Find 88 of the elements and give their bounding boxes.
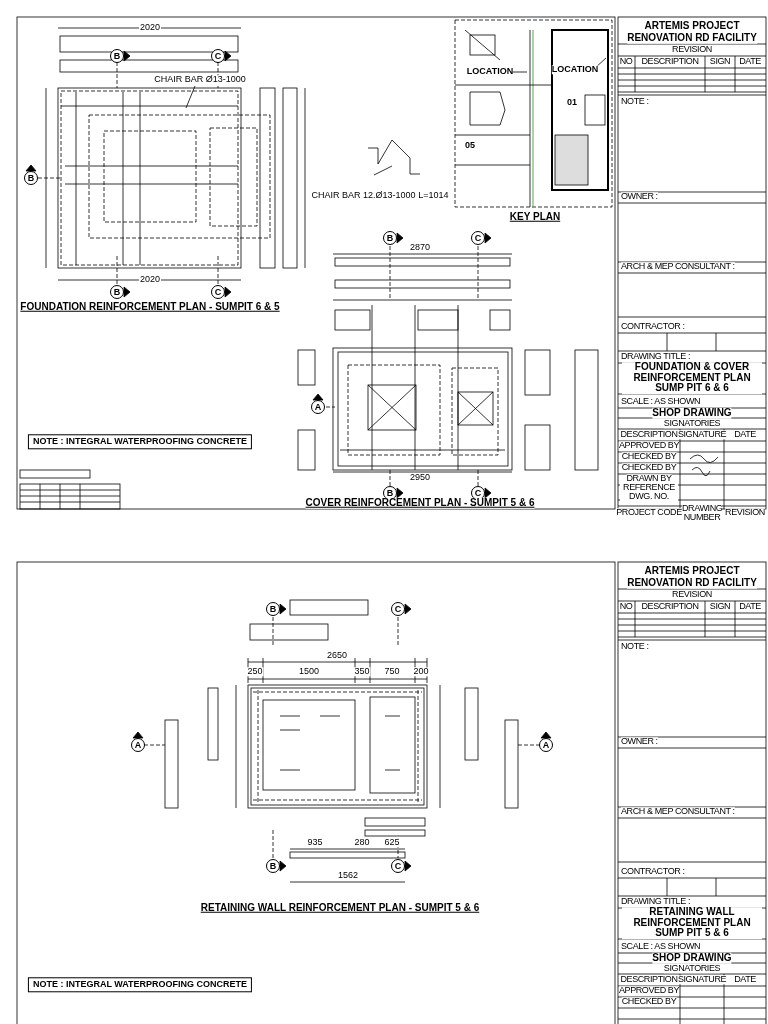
title-block-text: DESCRIPTION bbox=[620, 430, 678, 440]
title-block-text: SIGNATORIES bbox=[663, 419, 721, 429]
section-marker: A bbox=[311, 400, 325, 414]
dimension-text: 935 bbox=[306, 838, 324, 848]
plan-title: COVER REINFORCEMENT PLAN - SUMPIT 5 & 6 bbox=[305, 497, 535, 509]
title-block-text: APPROVED BY bbox=[618, 441, 680, 451]
dimension-text: 200 bbox=[412, 667, 430, 677]
plan-title: KEY PLAN bbox=[509, 211, 561, 223]
section-marker: B bbox=[383, 231, 397, 245]
dimension-text: 350 bbox=[353, 667, 371, 677]
title-block-text: REVISION bbox=[672, 45, 712, 55]
dimension-text: 750 bbox=[383, 667, 401, 677]
title-block-text: DATE bbox=[739, 602, 761, 612]
title-block-text: CHECKED BY bbox=[621, 997, 677, 1007]
section-marker: B bbox=[110, 49, 124, 63]
title-block-text: NOTE : bbox=[621, 97, 649, 107]
plan-title: RETAINING WALL REINFORCEMENT PLAN - SUMPIT 5 & 6 bbox=[200, 902, 480, 914]
dimension-text: 2870 bbox=[409, 243, 431, 253]
drawing-title: RETAINING WALL REINFORCEMENT PLAN SUMP PIT 5 & 6 bbox=[622, 907, 762, 939]
title-block-text: ARCH & MEP CONSULTANT : bbox=[621, 807, 735, 817]
note-text: NOTE : INTEGRAL WATERPROOFING CONCRETE bbox=[27, 434, 253, 450]
dimension-text: 2650 bbox=[326, 651, 348, 661]
project-title: RENOVATION RD FACILITY bbox=[627, 577, 757, 589]
section-marker: B bbox=[24, 171, 38, 185]
section-marker: B bbox=[266, 602, 280, 616]
title-block-text: DRAWN BY bbox=[626, 474, 672, 484]
title-block-text: OWNER : bbox=[621, 737, 658, 747]
plan-title: FOUNDATION REINFORCEMENT PLAN - SUMPIT 6 & 5 bbox=[20, 301, 280, 313]
section-marker: B bbox=[110, 285, 124, 299]
title-block-text: ARCH & MEP CONSULTANT : bbox=[621, 262, 735, 272]
title-block-text: CONTRACTOR : bbox=[621, 867, 685, 877]
dimension-text: CHAIR BAR 12.Ø13-1000 L=1014 bbox=[310, 191, 450, 201]
title-block-text: REVISION bbox=[725, 508, 765, 518]
dimension-text: 2020 bbox=[139, 23, 161, 33]
title-block-text: CHECKED BY bbox=[621, 452, 677, 462]
title-block-text: DRAWING TITLE : bbox=[621, 352, 690, 362]
title-block-text: PROJECT CODE bbox=[616, 508, 682, 518]
dimension-text: CHAIR BAR Ø13-1000 bbox=[153, 75, 247, 85]
dimension-text: 2020 bbox=[139, 275, 161, 285]
title-block-text: CONTRACTOR : bbox=[621, 322, 685, 332]
dimension-text: 1500 bbox=[298, 667, 320, 677]
title-block-text: DRAWING NUMBER bbox=[682, 503, 722, 523]
project-title: ARTEMIS PROJECT bbox=[644, 565, 740, 577]
drawing-status: SHOP DRAWING bbox=[652, 952, 732, 964]
key-plan-label: LOCATION bbox=[466, 67, 514, 77]
key-plan-label: LOCATION bbox=[551, 65, 599, 75]
title-block-text: REFERENCE DWG. NO. bbox=[620, 482, 678, 502]
title-block-text: DESCRIPTION bbox=[620, 975, 678, 985]
title-block-text: OWNER : bbox=[621, 192, 658, 202]
dimension-text: 250 bbox=[246, 667, 264, 677]
title-block-text: REVISION bbox=[672, 590, 712, 600]
title-block-text: SIGNATURE bbox=[677, 430, 727, 440]
section-marker: B bbox=[266, 859, 280, 873]
title-block-text: DATE bbox=[739, 57, 761, 67]
title-block-text: SIGNATORIES bbox=[663, 964, 721, 974]
title-block-text: CHECKED BY bbox=[621, 463, 677, 473]
key-plan-label: 01 bbox=[567, 98, 577, 108]
title-block-text: SIGN bbox=[709, 57, 731, 67]
project-title: RENOVATION RD FACILITY bbox=[627, 32, 757, 44]
title-block-text: NOTE : bbox=[621, 642, 649, 652]
dimension-text: 625 bbox=[383, 838, 401, 848]
section-marker: C bbox=[391, 602, 405, 616]
section-marker: C bbox=[211, 49, 225, 63]
dimension-text: 2950 bbox=[409, 473, 431, 483]
title-block-text: DATE bbox=[734, 975, 756, 985]
title-block-text: NO bbox=[619, 602, 633, 612]
drawing-title: FOUNDATION & COVER REINFORCEMENT PLAN SUMP PIT 6 & 6 bbox=[622, 362, 762, 394]
title-block-text: DRAWING TITLE : bbox=[621, 897, 690, 907]
title-block-text: SIGN bbox=[709, 602, 731, 612]
section-marker: A bbox=[539, 738, 553, 752]
key-plan-label: 05 bbox=[465, 141, 475, 151]
title-block-text: DESCRIPTION bbox=[641, 57, 699, 67]
drawing-status: SHOP DRAWING bbox=[652, 407, 732, 419]
title-block-text: SCALE : AS SHOWN bbox=[621, 942, 701, 952]
title-block-text: DATE bbox=[734, 430, 756, 440]
section-marker: C bbox=[391, 859, 405, 873]
title-block-text: SIGNATURE bbox=[677, 975, 727, 985]
section-marker: C bbox=[471, 231, 485, 245]
project-title: ARTEMIS PROJECT bbox=[644, 20, 740, 32]
title-block-text: DESCRIPTION bbox=[641, 602, 699, 612]
section-marker: C bbox=[211, 285, 225, 299]
section-marker: A bbox=[131, 738, 145, 752]
dimension-text: 1562 bbox=[337, 871, 359, 881]
dimension-text: 280 bbox=[353, 838, 371, 848]
note-text: NOTE : INTEGRAL WATERPROOFING CONCRETE bbox=[27, 977, 253, 993]
title-block-text: APPROVED BY bbox=[618, 986, 680, 996]
title-block-text: SCALE : AS SHOWN bbox=[621, 397, 701, 407]
title-block-text: NO bbox=[619, 57, 633, 67]
